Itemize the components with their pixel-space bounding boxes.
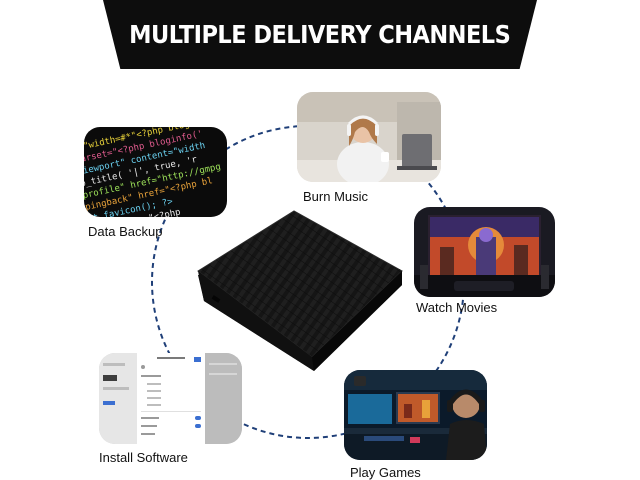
watch-movies-image: [414, 207, 555, 297]
banner-title: MULTIPLE DELIVERY CHANNELS: [129, 20, 511, 49]
home-theater-icon: [414, 207, 555, 297]
burn-music-label: Burn Music: [303, 189, 369, 204]
gaming-setup-icon: [344, 370, 487, 460]
play-games-image: [344, 370, 487, 460]
install-software-image: [99, 353, 242, 444]
data-backup-label: Data Backup: [88, 224, 163, 239]
burn-music-image: [297, 92, 441, 182]
play-games-label: Play Games: [350, 465, 421, 480]
headphones-laptop-icon: [297, 92, 441, 182]
software-installer-icon: [99, 353, 242, 444]
optical-drive-icon: [197, 210, 403, 371]
code-screen-icon: ot="width=#*"<?php bloginfo charset="<?p…: [84, 127, 227, 217]
title-banner: MULTIPLE DELIVERY CHANNELS: [103, 0, 537, 69]
watch-movies-label: Watch Movies: [416, 300, 498, 315]
install-software-label: Install Software: [99, 450, 188, 465]
data-backup-image: ot="width=#*"<?php bloginfo charset="<?p…: [84, 127, 227, 217]
